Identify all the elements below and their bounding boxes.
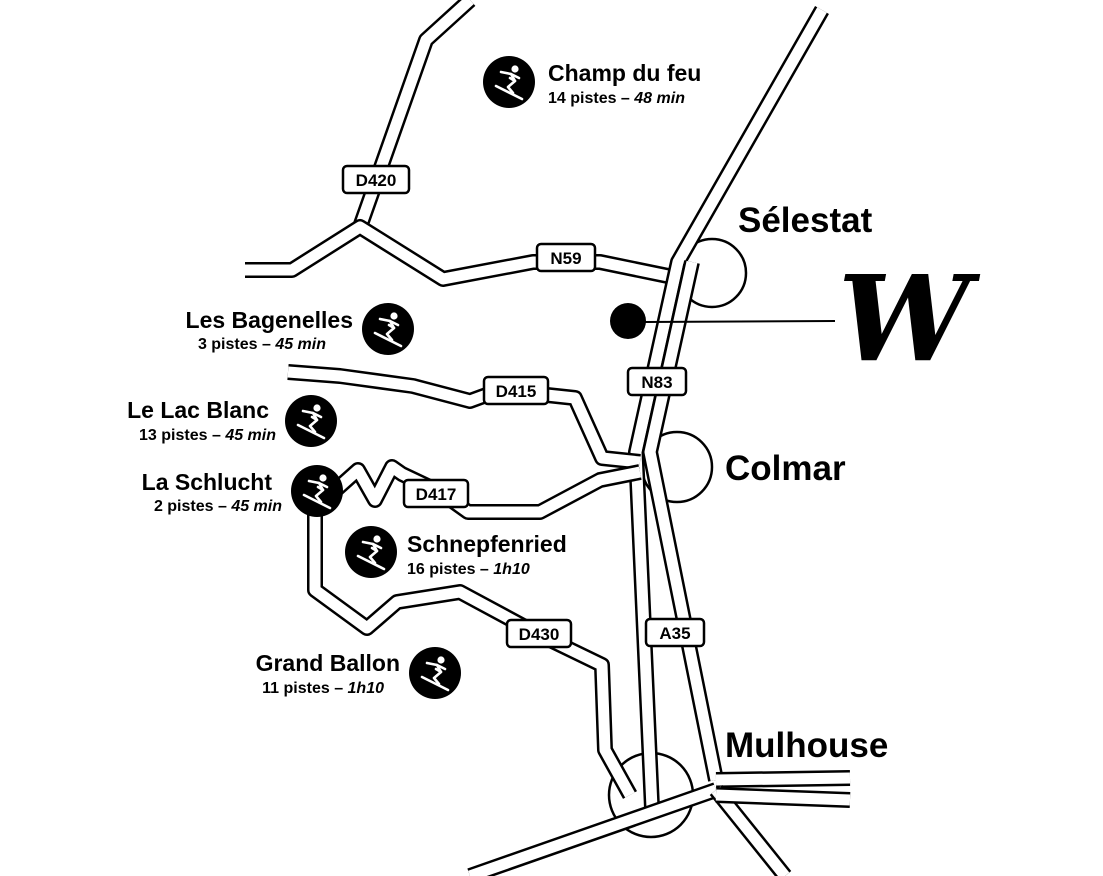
svg-text:2 pistes – 45 min: 2 pistes – 45 min xyxy=(154,498,282,515)
road-d417 xyxy=(324,459,642,520)
road-a35 xyxy=(642,260,724,782)
city-label-mulhouse: Mulhouse xyxy=(725,726,888,765)
road-d420 xyxy=(352,0,476,230)
resort-champ-du-feu: Champ du feu 14 pistes – 48 min xyxy=(481,54,701,110)
road-mulhouse-east2 xyxy=(715,787,851,808)
skier-icon xyxy=(407,645,463,701)
road-mulhouse-east xyxy=(715,770,851,788)
road-mulhouse-southwest xyxy=(467,782,719,876)
svg-text:16 pistes – 1h10: 16 pistes – 1h10 xyxy=(407,561,530,578)
svg-text:Les Bagenelles: Les Bagenelles xyxy=(186,307,353,333)
location-marker xyxy=(610,303,836,339)
svg-text:Le Lac Blanc: Le Lac Blanc xyxy=(127,397,269,423)
road-badge-a35: A35 xyxy=(644,617,706,648)
resort-le-lac-blanc: Le Lac Blanc 13 pistes – 45 min xyxy=(127,393,339,449)
skier-icon xyxy=(360,301,416,357)
road-badge-n83: N83 xyxy=(626,366,688,397)
leader-line xyxy=(644,320,836,323)
road-badge-d415: D415 xyxy=(482,375,550,406)
resort-grand-ballon: Grand Ballon 11 pistes – 1h10 xyxy=(256,645,463,701)
svg-text:N59: N59 xyxy=(550,249,581,268)
road-badge-d417: D417 xyxy=(402,478,470,509)
svg-text:14 pistes – 48 min: 14 pistes – 48 min xyxy=(548,90,685,107)
svg-text:D417: D417 xyxy=(416,485,457,504)
road-west-link xyxy=(245,219,670,287)
city-label-selestat: Sélestat xyxy=(738,201,873,240)
city-label-colmar: Colmar xyxy=(725,449,846,488)
road-badge-n59: N59 xyxy=(535,242,597,273)
skier-icon xyxy=(343,524,399,580)
road-d415 xyxy=(287,364,641,470)
svg-text:Schnepfenried: Schnepfenried xyxy=(407,531,567,557)
svg-text:D420: D420 xyxy=(356,171,397,190)
road-n83 xyxy=(628,6,829,809)
svg-text:13 pistes – 45 min: 13 pistes – 45 min xyxy=(139,427,276,444)
skier-icon xyxy=(481,54,537,110)
resort-schnepfenried: Schnepfenried 16 pistes – 1h10 xyxy=(343,524,567,580)
resort-la-schlucht: La Schlucht 2 pistes – 45 min xyxy=(142,463,345,519)
skier-icon xyxy=(283,393,339,449)
resort-les-bagenelles: Les Bagenelles 3 pistes – 45 min xyxy=(186,301,416,357)
road-badge-d420: D420 xyxy=(341,164,411,195)
road-badge-d430: D430 xyxy=(505,618,573,649)
svg-text:3 pistes – 45 min: 3 pistes – 45 min xyxy=(198,336,326,353)
w-logo: W xyxy=(838,249,981,388)
skier-icon xyxy=(289,463,345,519)
road-mulhouse-southeast xyxy=(709,784,792,876)
svg-text:A35: A35 xyxy=(659,624,690,643)
svg-text:Champ du feu: Champ du feu xyxy=(548,60,701,86)
svg-text:N83: N83 xyxy=(641,373,672,392)
svg-text:D430: D430 xyxy=(519,625,560,644)
location-dot-icon xyxy=(610,303,646,339)
svg-text:11 pistes – 1h10: 11 pistes – 1h10 xyxy=(262,680,384,697)
svg-text:La Schlucht: La Schlucht xyxy=(142,469,273,495)
svg-text:Grand Ballon: Grand Ballon xyxy=(256,650,400,676)
svg-text:D415: D415 xyxy=(496,382,537,401)
road-d430 xyxy=(307,510,637,799)
